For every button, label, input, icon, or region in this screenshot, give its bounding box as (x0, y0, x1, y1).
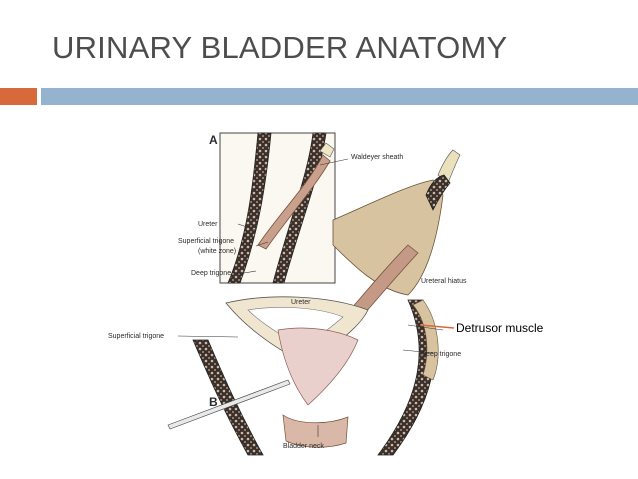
label-ureter-a: Ureter (198, 221, 218, 228)
label-ureter-b: Ureter (291, 299, 311, 306)
label-ureteral-hiatus: Ureteral hiatus (421, 278, 467, 285)
label-deep-trigone-a: Deep trigone (191, 270, 232, 277)
label-deep-trigone-b: Deep trigone (421, 351, 462, 358)
label-superficial-trigone-b: Superficial trigone (108, 333, 165, 340)
label-waldeyer-sheath: Waldeyer sheath (351, 154, 404, 161)
accent-bar-orange (0, 88, 37, 105)
label-superficial-trigone-a: Superficial trigone (178, 238, 235, 245)
callout-detrusor-muscle: Detrusor muscle (456, 321, 544, 335)
callout-arrow (419, 324, 455, 329)
label-bladder-neck: Bladder neck (283, 443, 324, 450)
panel-a (219, 132, 336, 284)
bladder-anatomy-illustration: A B Waldeyer sheath Ureter Superficial t… (108, 125, 568, 460)
panel-b-letter: B (209, 395, 218, 409)
accent-bar-blue (41, 88, 638, 105)
slide-title: URINARY BLADDER ANATOMY (52, 30, 508, 65)
panel-b (167, 149, 461, 456)
anatomy-drawing (167, 132, 461, 456)
label-white-zone: (white zone) (198, 248, 237, 255)
leader-lines (177, 158, 444, 437)
panel-a-letter: A (209, 133, 218, 147)
